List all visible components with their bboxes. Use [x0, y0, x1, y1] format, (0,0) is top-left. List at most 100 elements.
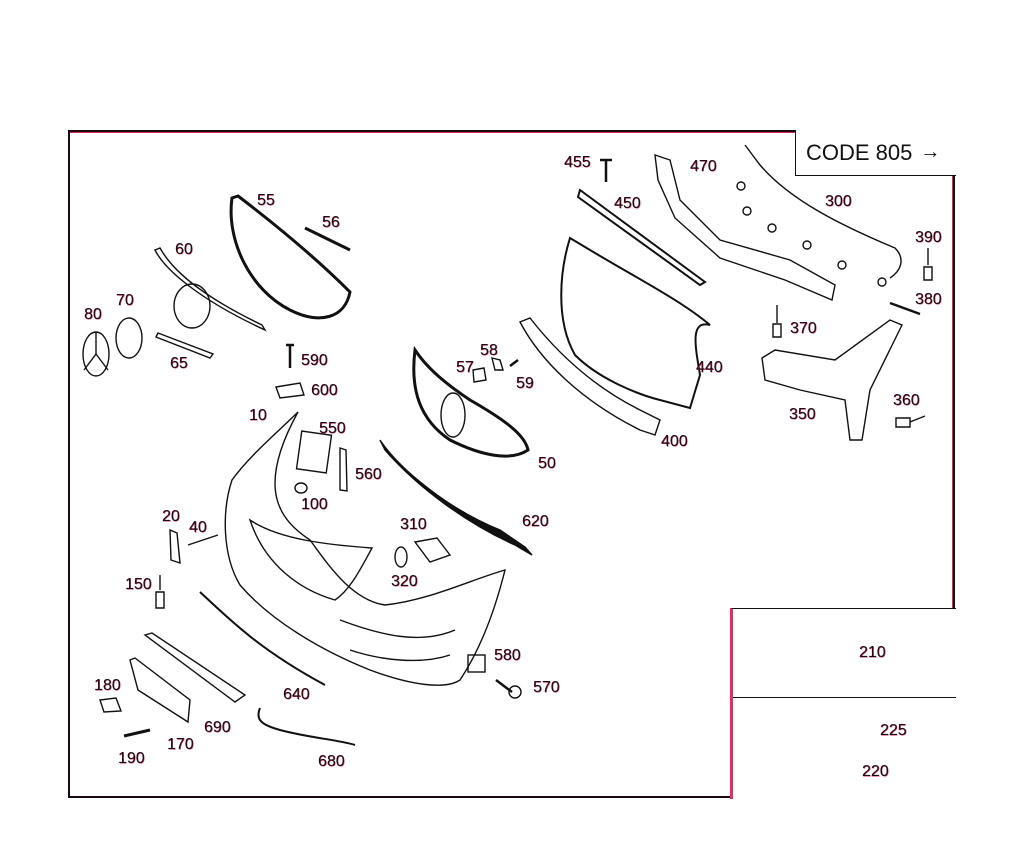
bracket-350: [761, 319, 903, 441]
grommet-100: [294, 482, 308, 494]
clip-360: [895, 415, 926, 428]
part-label-50[interactable]: 50: [538, 455, 556, 472]
part-label-300[interactable]: 300: [825, 193, 852, 210]
part-label-360[interactable]: 360: [893, 392, 920, 409]
beam-470: [654, 153, 836, 301]
part-label-65[interactable]: 65: [170, 355, 188, 372]
bolt-190: [123, 728, 151, 738]
part-label-370[interactable]: 370: [790, 320, 817, 337]
clip-57: [472, 367, 487, 383]
connector-300f: [877, 277, 887, 287]
part-label-380[interactable]: 380: [915, 291, 942, 308]
bracket-560: [339, 447, 348, 492]
strip-380: [889, 301, 921, 316]
part-label-590[interactable]: 590: [301, 352, 328, 369]
part-label-600[interactable]: 600: [311, 382, 338, 399]
part-label-40[interactable]: 40: [189, 519, 207, 536]
grille-bar-60: [154, 247, 267, 332]
star-opening-50: [440, 392, 466, 438]
connector-300c: [767, 223, 777, 233]
diagram-frame: [68, 130, 955, 798]
part-label-550[interactable]: 550: [319, 420, 346, 437]
part-label-60[interactable]: 60: [175, 241, 193, 258]
part-label-80[interactable]: 80: [84, 306, 102, 323]
part-label-580[interactable]: 580: [494, 647, 521, 664]
part-label-350[interactable]: 350: [789, 406, 816, 423]
nut-580: [467, 654, 486, 673]
part-label-55[interactable]: 55: [257, 192, 275, 209]
inset-divider: [733, 697, 956, 698]
detail-inset-panel: [730, 608, 956, 799]
trim-640: [199, 591, 326, 686]
part-label-150[interactable]: 150: [125, 576, 152, 593]
pin-150: [155, 575, 165, 609]
part-label-58[interactable]: 58: [480, 342, 498, 359]
part-label-10[interactable]: 10: [249, 407, 267, 424]
part-label-225[interactable]: 225: [880, 722, 907, 739]
screw-455: [600, 158, 612, 182]
clip-600: [275, 382, 305, 399]
emblem-70: [115, 317, 143, 359]
part-label-570[interactable]: 570: [533, 679, 560, 696]
part-label-210[interactable]: 210: [859, 644, 886, 661]
grille-frame-55: [229, 194, 352, 320]
bumper-lower-10: [339, 619, 456, 662]
support-400: [519, 317, 661, 436]
bumper-cover-10: [224, 411, 506, 686]
part-label-56[interactable]: 56: [322, 214, 340, 231]
plate-170: [129, 657, 191, 724]
pin-390: [923, 248, 933, 281]
part-label-620[interactable]: 620: [522, 513, 549, 530]
trim-strip-65: [155, 332, 215, 359]
lower-grille-620: [379, 439, 533, 556]
clip-58: [491, 357, 504, 371]
part-label-100[interactable]: 100: [301, 496, 328, 513]
part-label-170[interactable]: 170: [167, 736, 194, 753]
part-label-680[interactable]: 680: [318, 753, 345, 770]
ring-320: [394, 546, 408, 568]
part-label-560[interactable]: 560: [355, 466, 382, 483]
part-label-390[interactable]: 390: [915, 229, 942, 246]
strip-690: [143, 632, 247, 703]
bumper-opening-10: [248, 518, 374, 601]
connector-300d: [802, 240, 812, 250]
sensor-310: [413, 537, 452, 563]
part-label-450[interactable]: 450: [614, 195, 641, 212]
nut-180: [99, 697, 122, 713]
part-label-57[interactable]: 57: [456, 359, 474, 376]
part-label-190[interactable]: 190: [118, 750, 145, 767]
strip-680: [257, 707, 356, 746]
part-label-440[interactable]: 440: [696, 359, 723, 376]
pin-370: [772, 305, 782, 338]
connector-300a: [736, 181, 746, 191]
part-label-690[interactable]: 690: [204, 719, 231, 736]
part-label-310[interactable]: 310: [400, 516, 427, 533]
wiring-harness-300: [744, 144, 902, 279]
part-label-400[interactable]: 400: [661, 433, 688, 450]
arrow-right-icon: →: [920, 141, 941, 163]
cover-20: [169, 528, 181, 565]
part-label-220[interactable]: 220: [862, 763, 889, 780]
part-label-59[interactable]: 59: [516, 375, 534, 392]
module-550: [295, 430, 333, 474]
part-label-180[interactable]: 180: [94, 677, 121, 694]
screw-590: [286, 343, 294, 368]
screw-59: [509, 359, 519, 367]
strip-450: [576, 188, 707, 287]
star-80: [83, 332, 109, 371]
part-label-320[interactable]: 320: [391, 573, 418, 590]
part-label-455[interactable]: 455: [564, 154, 591, 171]
part-label-20[interactable]: 20: [162, 508, 180, 525]
part-label-640[interactable]: 640: [283, 686, 310, 703]
connector-300b: [742, 206, 752, 216]
part-label-470[interactable]: 470: [690, 158, 717, 175]
code-805-box: CODE 805 →: [795, 130, 956, 176]
code-label: CODE 805: [806, 139, 913, 165]
part-label-70[interactable]: 70: [116, 292, 134, 309]
connector-300e: [837, 260, 847, 270]
trim-strip-56: [304, 226, 351, 252]
support-440: [560, 236, 711, 410]
screw-head-570: [508, 685, 522, 699]
arrow-40: [187, 534, 219, 546]
star-mount-60: [173, 283, 211, 329]
